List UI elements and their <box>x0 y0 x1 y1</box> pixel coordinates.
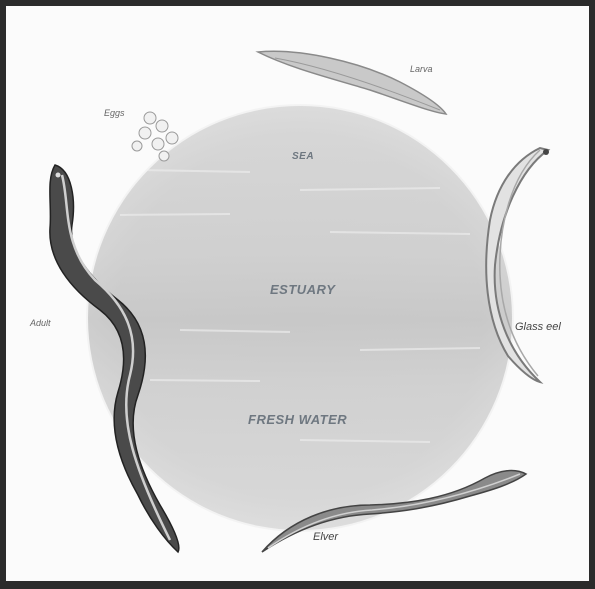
stage-label-glass-eel: Glass eel <box>515 321 561 333</box>
stage-label-eggs: Eggs <box>104 108 125 118</box>
zone-label-sea: SEA <box>292 151 314 162</box>
stage-label-adult: Adult <box>30 318 51 328</box>
stage-label-elver: Elver <box>313 531 338 543</box>
water-circle <box>80 100 520 540</box>
stage-label-larva: Larva <box>410 64 433 74</box>
zone-label-estuary: ESTUARY <box>270 282 335 297</box>
zone-label-fresh-water: FRESH WATER <box>248 412 347 427</box>
